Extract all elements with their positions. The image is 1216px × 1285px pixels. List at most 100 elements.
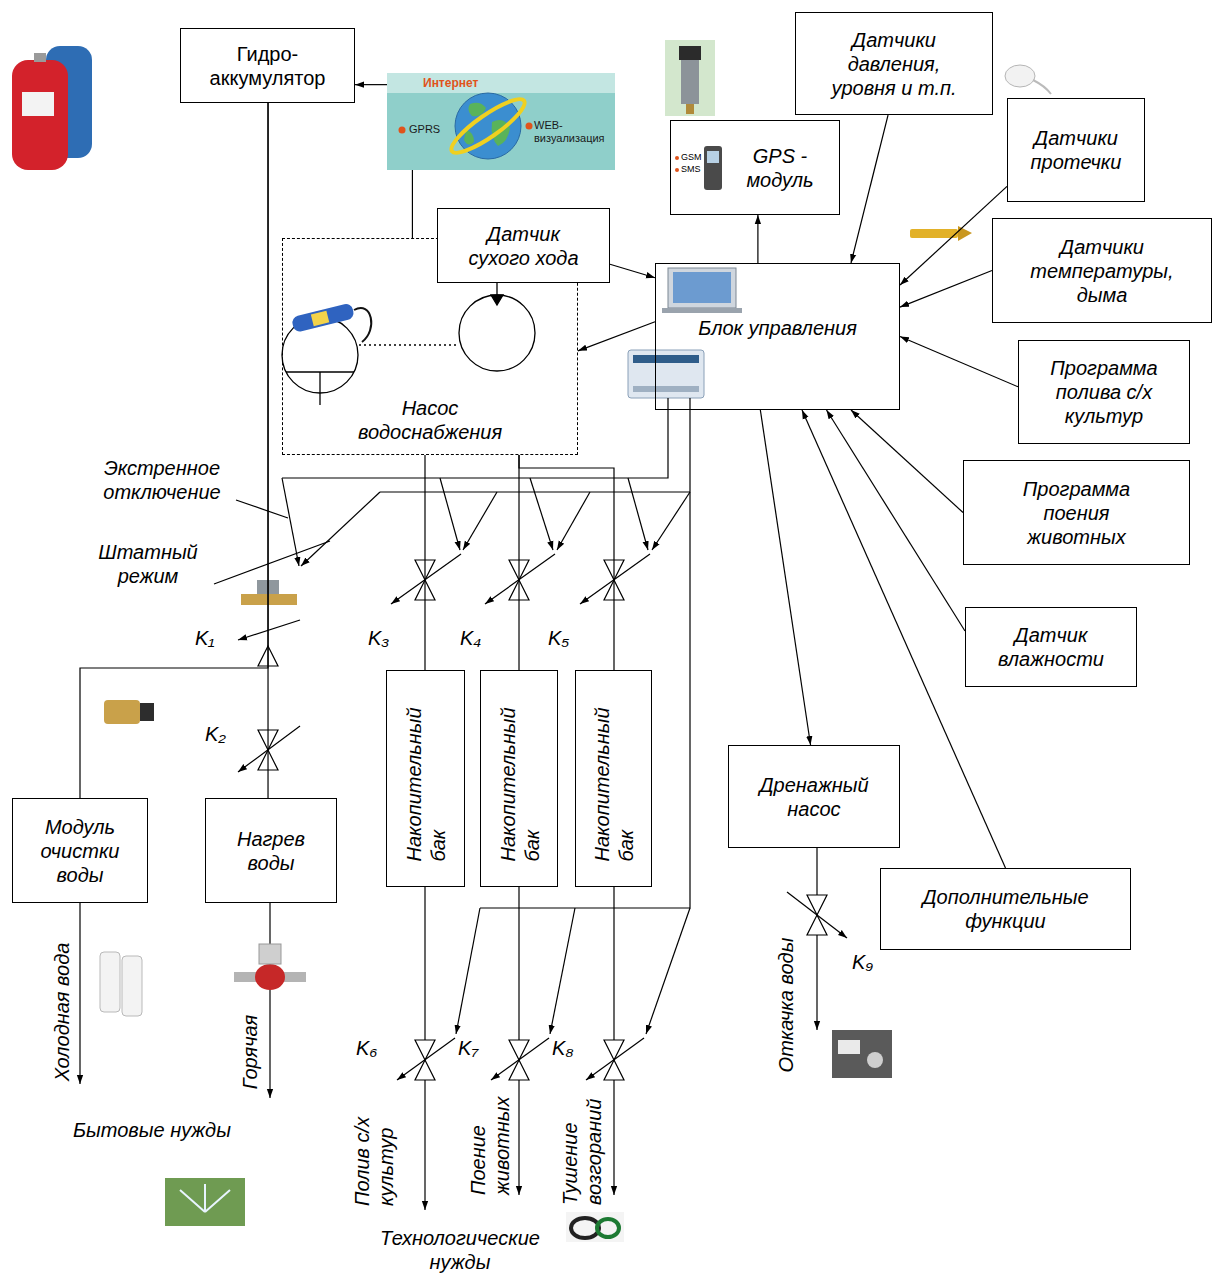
water-spray [180,1184,230,1212]
pressure-sensor-picture [665,40,715,116]
photo-ground [832,1030,892,1078]
group-label: Технологические нужды [370,1226,550,1274]
module-body [628,350,704,398]
module-terminals [633,386,699,392]
tank-box: Накопительный бак [575,670,652,887]
node-text: Программа поения животных [1019,477,1134,549]
connector [424,455,425,670]
pump-arrow [491,295,503,305]
valve-symbol [415,1060,435,1080]
node-text: Программа полива с/х культур [1042,356,1167,428]
outlet-pipe [269,903,270,1098]
pump-symbols [282,283,535,405]
connector [851,410,963,513]
normal-wire [480,398,690,908]
valve-label: K₂ [205,722,226,746]
connector [900,271,992,308]
node-text: Модуль очистки воды [30,815,130,887]
accumulator-box: Гидро- аккумулятор [180,28,355,103]
brass-valve-picture [241,580,297,605]
laptop-picture [662,268,742,313]
valve-actuator [259,944,281,964]
sensor-cable [1033,80,1051,94]
red-tank [12,60,68,170]
outlet-label: Откачка воды [774,930,798,1080]
connector [412,170,413,238]
function-box: Дополнительные функции [880,868,1131,950]
connector [851,115,888,263]
valve-arrow [787,892,847,938]
valve-label: K₃ [368,626,389,650]
valve-arrow [391,554,461,604]
node-text: Дополнительные функции [921,885,1091,933]
node-text: Датчики протечки [1016,126,1136,174]
hose-coil [571,1218,599,1238]
pump-stem [319,372,320,405]
node-text: Датчики давления, уровня и т.п. [827,28,962,100]
control-arrow [301,492,380,566]
node-text: Датчики температуры, дыма [1027,235,1177,307]
pump-box: Дренажный насос [728,745,900,848]
sensor-box: Датчики температуры, дыма [992,218,1212,323]
heater-tank [100,952,120,1012]
valve-symbol [604,1040,624,1060]
control-arrow [628,478,648,550]
hose-coil [597,1219,619,1237]
photo-ground [665,40,715,116]
connector [518,455,519,670]
connector [900,186,1007,285]
valve-symbols [238,554,847,1080]
sensor-probe [910,229,958,238]
valve-label: K₇ [458,1036,478,1060]
module-strip [633,355,699,363]
sensor-box: Датчик влажности [965,607,1137,687]
outlet-label: Холодная вода [50,927,74,1097]
outlet-pipe [79,903,80,1084]
signal-label: Экстренное отключение [92,456,232,504]
tank-cap [34,53,46,62]
tank-box: Накопительный бак [386,670,465,887]
sprinkler-picture [165,1178,245,1226]
valve-arrow [397,1038,455,1080]
connector [578,322,655,351]
hot-valve-picture [234,944,306,990]
program-box: Программа полива с/х культур [1018,340,1190,444]
node-text: Датчик влажности [991,623,1111,671]
control-arrow [440,478,460,550]
phone-body [704,146,722,190]
node-text: Блок управления [698,316,857,340]
outlet-pipe [816,848,817,1030]
drain-pump-picture [832,1030,892,1078]
bullet-dot [675,156,679,160]
valve-label: K₁ [195,626,215,650]
solenoid-coil [140,703,154,721]
bullet-dot [399,127,406,134]
valve-label: K₅ [548,626,569,650]
solenoid-picture [104,700,154,724]
internet-band [387,73,615,93]
control-arrow [456,908,480,1034]
valve-symbol [509,1060,529,1080]
control-arrow [646,908,690,1034]
valve-label: K₉ [852,950,873,974]
node-text: Гидро- аккумулятор [189,42,346,90]
valve-arrow [485,554,555,604]
dry-run-sensor-picture [291,302,371,342]
hose-picture [566,1212,624,1242]
tank-plate [22,92,54,116]
internet-tile [387,73,615,170]
phone-picture [675,146,722,190]
outlet-label: Горячая [238,997,262,1107]
valve-body [255,964,285,990]
valve-arrow [586,1038,644,1080]
node-text: Интернет [423,76,478,90]
sensor-tip [958,226,972,241]
connector [80,103,268,798]
sensor-tube [291,302,355,333]
bullet-dot [526,123,533,130]
small-sensor-picture [1005,65,1051,94]
outlet-label: Тушение возгораний [558,1085,606,1205]
leader-line [214,541,330,584]
node-text: GPRS [409,123,440,136]
